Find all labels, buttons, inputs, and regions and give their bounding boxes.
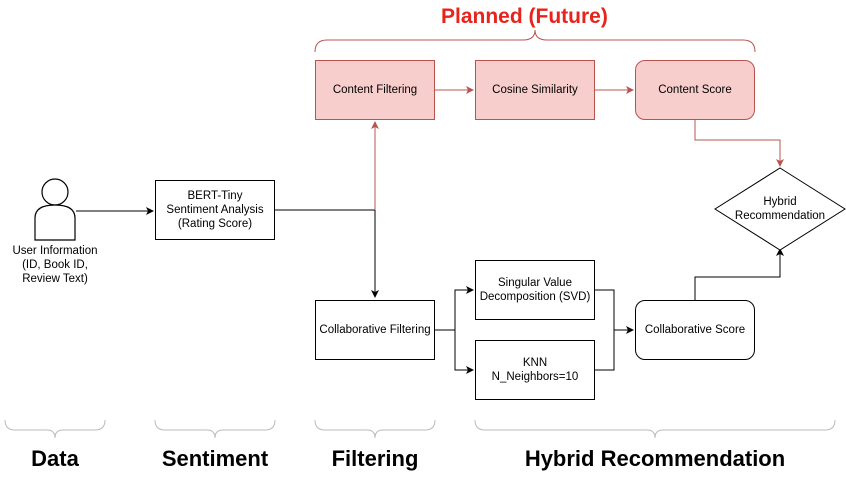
- hybrid-recommendation-label: Hybrid Recommendation: [734, 196, 826, 222]
- brace-hybrid: [474, 419, 836, 439]
- brace-sentiment: [154, 419, 276, 439]
- content-score-node: Content Score: [635, 60, 755, 120]
- bert-node: BERT-Tiny Sentiment Analysis (Rating Sco…: [155, 180, 275, 240]
- cosine-similarity-node: Cosine Similarity: [475, 60, 595, 120]
- knn-node: KNN N_Neighbors=10: [475, 340, 595, 400]
- content-filtering-node: Content Filtering: [315, 60, 435, 120]
- section-hybrid-recommendation: Hybrid Recommendation: [524, 446, 786, 471]
- edge-collab-to-svd: [435, 286, 474, 331]
- user-info-label: User Information (ID, Book ID, Review Te…: [12, 245, 98, 285]
- edge-collab-score-to-hybrid: [694, 248, 784, 300]
- planned-brace: [314, 29, 756, 53]
- edge-collab-to-knn: [454, 330, 474, 374]
- section-data: Data: [31, 446, 79, 471]
- user-icon: [34, 178, 76, 241]
- section-filtering: Filtering: [331, 446, 419, 471]
- collaborative-filtering-node: Collaborative Filtering: [315, 300, 435, 360]
- edge-knn-to-collab-score: [595, 330, 615, 371]
- brace-data: [4, 419, 106, 439]
- brace-filtering: [314, 419, 436, 439]
- svd-node: Singular Value Decomposition (SVD): [475, 260, 595, 320]
- hybrid-diamond-shape: [714, 167, 846, 251]
- collaborative-score-node: Collaborative Score: [635, 300, 755, 360]
- edge-content-score-to-hybrid: [694, 120, 784, 167]
- edge-svd-to-collab-score: [595, 289, 634, 334]
- section-sentiment: Sentiment: [161, 446, 269, 471]
- planned-label: Planned (Future): [441, 5, 608, 28]
